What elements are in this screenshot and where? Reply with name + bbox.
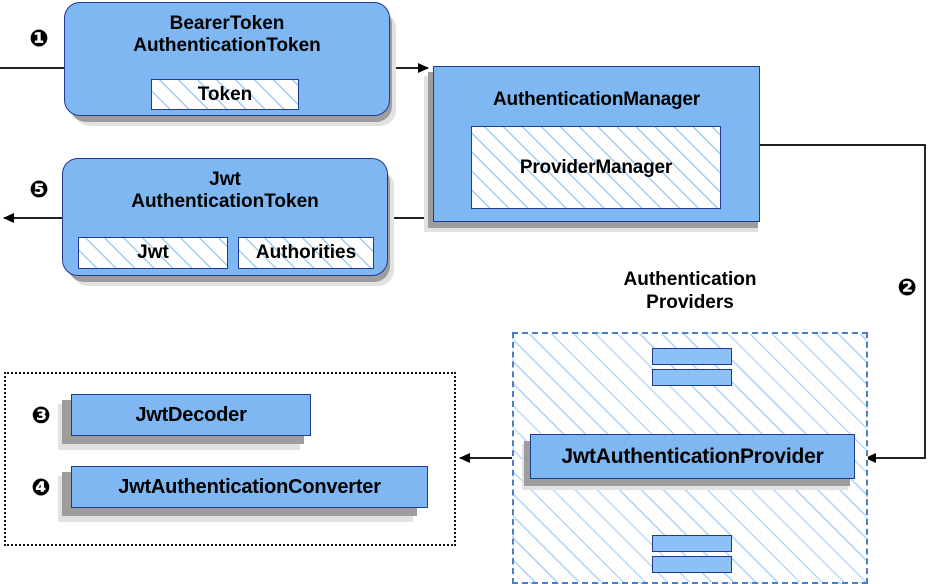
step-marker-5-label: ❺: [29, 176, 49, 203]
step-marker-1: ❶: [27, 27, 51, 51]
auth-manager-inner-provider-manager: ProviderManager: [471, 126, 721, 209]
step-marker-4: ❹: [29, 476, 53, 500]
node-authentication-manager[interactable]: AuthenticationManager ProviderManager: [433, 66, 760, 222]
providers-label-line2: Providers: [646, 292, 734, 313]
providers-label-line1: Authentication: [623, 269, 757, 290]
step-marker-4-label: ❹: [31, 474, 51, 501]
provider-manager-label: ProviderManager: [519, 156, 673, 178]
bearer-token-title-line1: BearerToken: [169, 13, 285, 34]
authentication-providers-label: Authentication Providers: [512, 268, 868, 314]
jwt-converter-title: JwtAuthenticationConverter: [118, 475, 381, 498]
provider-placeholder-bar-bottom-1: [652, 535, 732, 552]
jwt-token-title-line2: AuthenticationToken: [131, 191, 319, 212]
provider-placeholder-bar-top-2: [652, 369, 732, 386]
provider-placeholder-bar-bottom-2: [652, 556, 732, 573]
jwt-token-inner-jwt: Jwt: [78, 237, 228, 269]
step-marker-2: ❷: [895, 276, 919, 300]
step-marker-2-label: ❷: [897, 274, 917, 301]
step-marker-3-label: ❸: [31, 402, 51, 429]
jwt-support-components-zone: [4, 372, 456, 546]
step-marker-3: ❸: [29, 404, 53, 428]
node-jwt-authentication-token[interactable]: Jwt AuthenticationToken Jwt Authorities: [62, 158, 388, 276]
bearer-token-title-line2: AuthenticationToken: [133, 35, 321, 56]
jwt-token-title-line1: Jwt: [209, 169, 241, 190]
jwt-provider-title: JwtAuthenticationProvider: [561, 444, 824, 468]
node-jwt-authentication-provider[interactable]: JwtAuthenticationProvider: [530, 434, 855, 479]
authorities-inner-label: Authorities: [255, 242, 357, 263]
jwt-inner-label: Jwt: [137, 242, 169, 263]
step-marker-1-label: ❶: [29, 25, 49, 52]
provider-placeholder-bar-top-1: [652, 348, 732, 365]
bearer-token-inner-token: Token: [151, 79, 299, 110]
node-jwt-decoder[interactable]: JwtDecoder: [71, 394, 311, 436]
auth-manager-title: AuthenticationManager: [493, 89, 700, 110]
step-marker-5: ❺: [27, 178, 51, 202]
node-jwt-authentication-converter[interactable]: JwtAuthenticationConverter: [71, 466, 428, 508]
bearer-token-inner-label: Token: [197, 83, 253, 105]
jwt-decoder-title: JwtDecoder: [135, 403, 247, 426]
jwt-token-inner-authorities: Authorities: [238, 237, 374, 269]
node-bearer-token-authentication-token[interactable]: BearerToken AuthenticationToken Token: [64, 2, 390, 116]
